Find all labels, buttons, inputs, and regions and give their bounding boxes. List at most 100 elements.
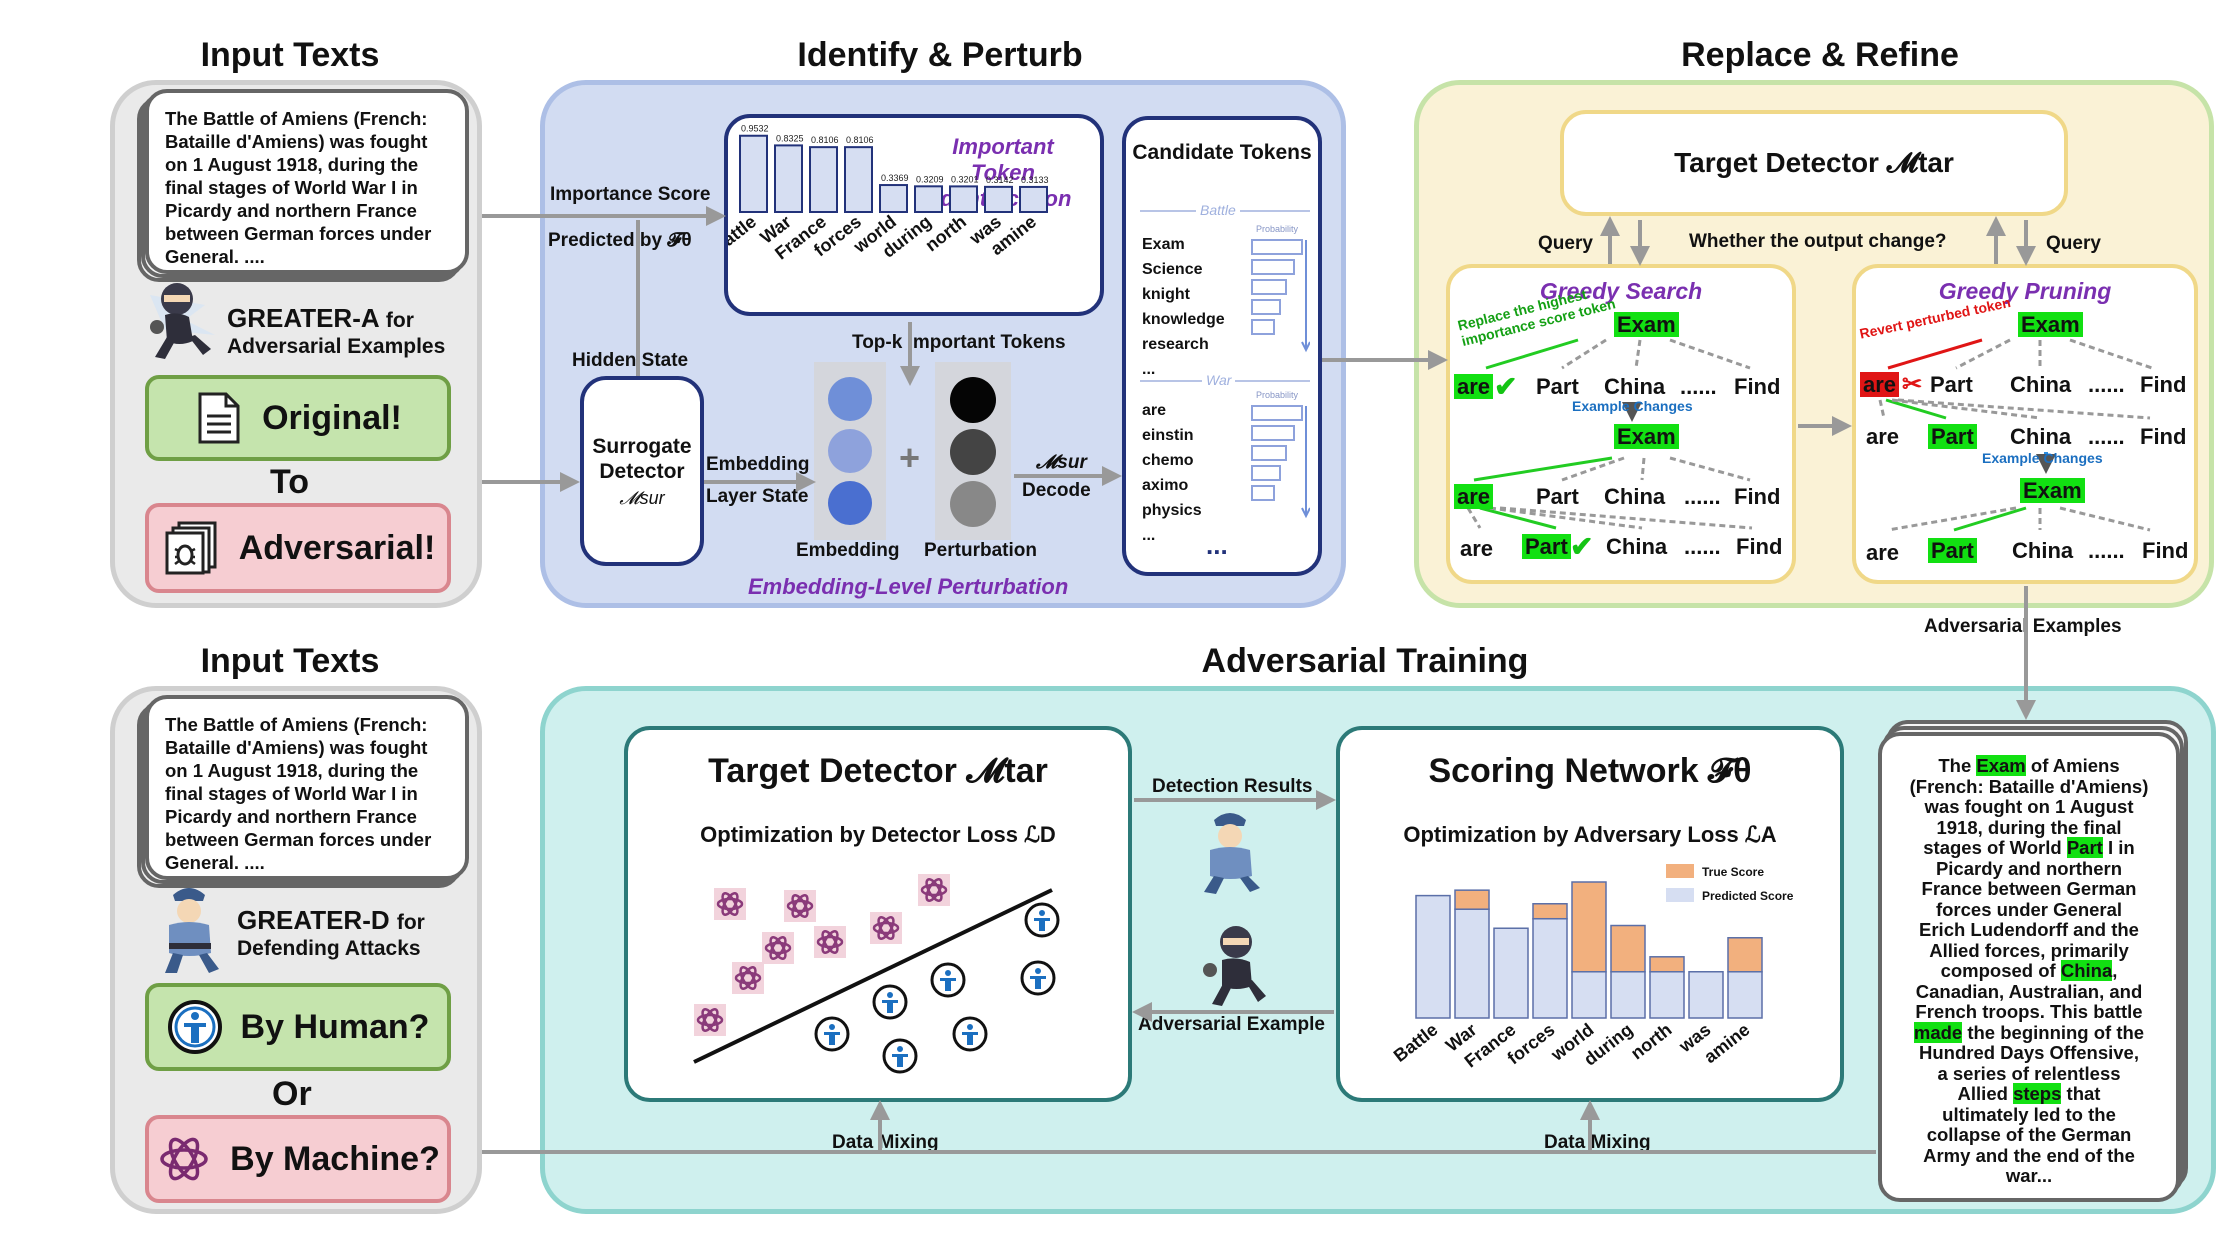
importance-value-label: 0.3133 <box>1021 175 1049 185</box>
perturbation-dot <box>950 429 996 475</box>
replace-refine-title: Replace & Refine <box>1681 36 1959 74</box>
openai-logo-icon <box>160 1137 208 1181</box>
surrogate-detector: Surrogate Detector 𝓜sur <box>580 376 704 566</box>
document-icon <box>198 392 240 444</box>
candidate-token: Science <box>1142 261 1203 278</box>
true-score-bar <box>1610 924 1646 973</box>
true-score-bar <box>1649 956 1685 973</box>
by-machine-button[interactable]: By Machine? <box>145 1115 451 1203</box>
adversarial-passage-line: Picardy and northern <box>1882 858 2176 880</box>
data-mixing-right-label: Data Mixing <box>1544 1132 1651 1153</box>
embedding-dot <box>828 429 872 473</box>
identify-perturb-title: Identify & Perturb <box>797 36 1083 74</box>
token-dots: ...... <box>2088 424 2125 449</box>
battle-probability-bars <box>1251 239 1310 353</box>
example-changes-label: Example Changes <box>1982 450 2103 466</box>
attacker-icon <box>145 275 225 365</box>
passage-text: The <box>1938 755 1977 776</box>
candidate-token: research <box>1142 336 1209 353</box>
token-are: are <box>1866 424 1900 449</box>
passage-text: war... <box>2005 1165 2053 1186</box>
original-button[interactable]: Original! <box>145 375 451 461</box>
adversarial-passage-line: forces under General <box>1882 898 2176 921</box>
replaced-token: China <box>2060 960 2113 981</box>
true-score-bar <box>1571 881 1607 973</box>
scissors-icon: ✂ <box>1902 371 1923 398</box>
input-texts-title-bottom: Input Texts <box>200 642 380 680</box>
importance-chart: 0.9532Battle0.8325War0.8106France0.8106f… <box>728 124 1049 264</box>
human-points <box>814 902 1060 1074</box>
adversarial-passage-card: The Exam of Amiens(French: Bataille d'Am… <box>1878 732 2180 1202</box>
passage-text: stages of World <box>1923 837 2067 858</box>
adversarial-passage-line: ultimately led to the <box>1882 1103 2176 1126</box>
passage-text: that <box>2061 1083 2101 1104</box>
bug-document-icon <box>165 521 217 575</box>
hidden-state-label: Hidden State <box>572 350 689 371</box>
adversarial-passage-line: Hundred Days Offensive, <box>1882 1042 2176 1064</box>
greater-d-title: GREATER-D for <box>237 905 425 935</box>
decode-label: Decode <box>1022 480 1091 501</box>
true-score-bar <box>1727 937 1763 973</box>
token-china: China <box>2012 538 2074 563</box>
passage-text: Canadian, Australian, and <box>1915 980 2143 1002</box>
predicted-score-bar <box>1649 971 1685 1019</box>
importance-bar <box>984 185 1013 213</box>
replaced-token: Exam <box>1976 755 2026 776</box>
war-candidate-list: are einstin chemo aximo physics ... <box>1142 398 1202 548</box>
adversarial-passage-line: war... <box>1882 1165 2176 1187</box>
by-machine-label: By Machine? <box>230 1139 440 1178</box>
passage-text: forces under General <box>1935 898 2123 920</box>
embedding-label: Embedding <box>796 540 900 561</box>
optimization-detector-label: Optimization by Detector Loss ℒD <box>700 822 1056 847</box>
token-china: China <box>2010 424 2072 449</box>
human-icon <box>167 1000 222 1054</box>
attacker-mini-icon <box>1196 920 1276 1012</box>
replaced-token: made <box>1913 1021 1963 1043</box>
passage-text: Erich Ludendorff and the <box>1919 919 2139 940</box>
token-part: Part <box>1928 538 1977 563</box>
passage-text: Allied forces, primarily <box>1929 939 2129 961</box>
surrogate-symbol: 𝓜sur <box>619 487 665 508</box>
predicted-score-bar <box>1415 894 1451 1019</box>
importance-value-label: 0.3209 <box>916 174 944 184</box>
candidate-token: Exam <box>1142 236 1185 253</box>
importance-value-label: 0.3369 <box>881 173 909 183</box>
token-china: China <box>2010 372 2072 397</box>
token-find: Find <box>1734 374 1781 399</box>
token-find: Find <box>1734 484 1781 509</box>
candidate-token: einstin <box>1142 427 1194 444</box>
passage-text: ultimately led to the <box>1942 1103 2116 1125</box>
adversarial-passage-line: France between German <box>1882 878 2176 900</box>
original-label: Original! <box>262 398 402 437</box>
probability-label: Probability <box>1256 390 1299 400</box>
predicted-score-bar <box>1727 971 1763 1019</box>
replaced-token: Part <box>2066 837 2103 858</box>
adversarial-passage-line: The Exam of Amiens <box>1882 755 2176 777</box>
greater-a-title: GREATER-A for <box>227 303 414 333</box>
perturbation-column <box>935 362 1011 540</box>
adversarial-passage-line: Army and the end of the <box>1882 1145 2176 1167</box>
adversarial-passage-line: a series of relentless <box>1882 1062 2176 1085</box>
importance-value-label: 0.8106 <box>846 135 874 145</box>
token-china: China <box>1604 484 1666 509</box>
candidate-token: knowledge <box>1142 311 1225 328</box>
important-token-card: Important Token Identification 0.9532Bat… <box>724 114 1104 316</box>
true-score-bar <box>1454 889 1490 910</box>
data-mixing-left-label: Data Mixing <box>832 1132 939 1153</box>
input-passage: The Battle of Amiens (French: Bataille d… <box>145 89 469 274</box>
importance-bar <box>914 185 943 214</box>
token-part: Part <box>1536 374 1579 399</box>
battle-candidate-list: Exam Science knight knowledge research .… <box>1142 232 1225 382</box>
greedy-pruning-title: Greedy Pruning <box>1938 278 2112 304</box>
predicted-score-bar <box>1454 908 1490 1019</box>
importance-bar <box>879 184 908 213</box>
passage-text: a series of relentless <box>1937 1062 2121 1084</box>
by-human-button[interactable]: By Human? <box>145 983 451 1071</box>
importance-value-label: 0.8106 <box>811 135 839 145</box>
passage-text: Allied <box>1957 1083 2014 1104</box>
token-find: Find <box>2140 424 2187 449</box>
adversarial-passage-line: made the beginning of the <box>1882 1021 2176 1044</box>
adversarial-button[interactable]: Adversarial! <box>145 503 451 593</box>
